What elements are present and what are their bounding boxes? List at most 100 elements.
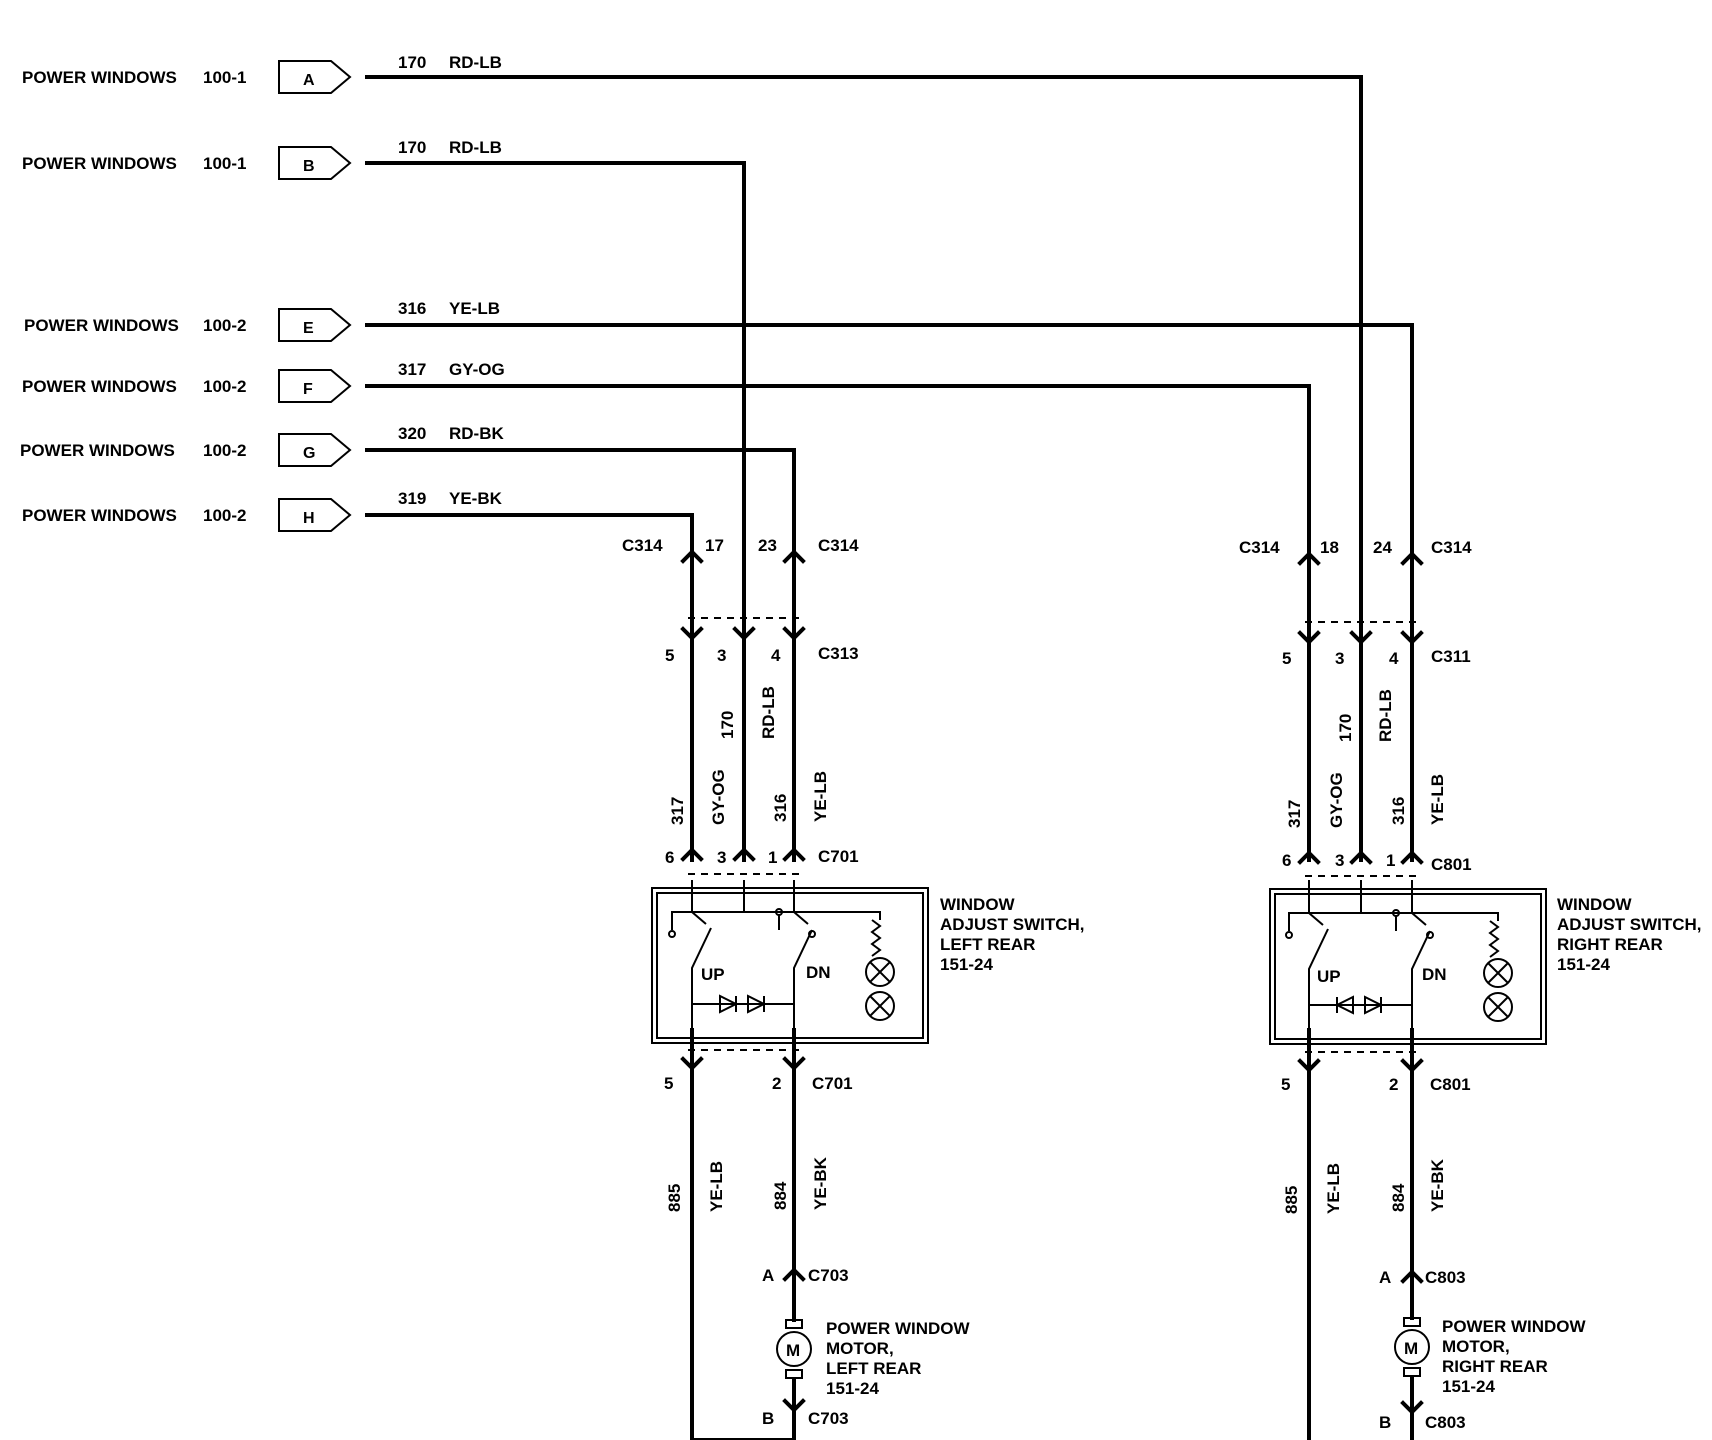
pin-label: 18 <box>1320 538 1339 557</box>
wire-label: YE-BK <box>1428 1158 1447 1212</box>
circuit-number: 320 <box>398 424 426 443</box>
wire-color: RD-BK <box>449 424 504 443</box>
circuit-number: 170 <box>398 138 426 157</box>
switch-title: LEFT REAR <box>940 935 1035 954</box>
wire-label: 885 <box>1282 1186 1301 1214</box>
connector-c701: C701 <box>818 847 859 866</box>
connector-c314: C314 <box>622 536 663 555</box>
pin-label: 4 <box>771 646 781 665</box>
switch-internals-right <box>1285 880 1513 1030</box>
switch-title: WINDOW <box>940 895 1016 914</box>
wire-label: RD-LB <box>1376 689 1395 742</box>
connector-arrows <box>680 549 1424 1415</box>
wire-label: GY-OG <box>709 769 728 825</box>
connector-arrow-down <box>1297 630 1321 645</box>
pin-label: 23 <box>758 536 777 555</box>
connector-c703: C703 <box>808 1409 849 1428</box>
motor-title: RIGHT REAR <box>1442 1357 1548 1376</box>
wire-label: GY-OG <box>1327 772 1346 828</box>
switch-internals-left <box>668 880 895 1030</box>
connector-arrow-down <box>1400 630 1424 645</box>
wire-label: 317 <box>1285 800 1304 828</box>
connector-c803: C803 <box>1425 1413 1466 1432</box>
connector-arrow-up <box>782 549 806 564</box>
switch-title: 151-24 <box>940 955 993 974</box>
connector-arrow-down <box>1400 1058 1424 1073</box>
connector-c701: C701 <box>812 1074 853 1093</box>
pin-label: 24 <box>1373 538 1392 557</box>
switch-dn-label: DN <box>1422 965 1447 984</box>
motor-title: MOTOR, <box>826 1339 894 1358</box>
circuit-number: 170 <box>398 53 426 72</box>
motor-title: POWER WINDOW <box>1442 1317 1586 1336</box>
connector-arrow-up <box>680 549 704 564</box>
wire-label: 884 <box>771 1181 790 1210</box>
wire-label: 885 <box>665 1184 684 1212</box>
connector-pin: F <box>303 381 313 398</box>
wire-color: YE-BK <box>449 489 503 508</box>
wire-label: 884 <box>1389 1183 1408 1212</box>
connector-pin: H <box>303 510 315 527</box>
connector-tag-a <box>278 60 352 94</box>
connector-arrow-down <box>1400 1400 1424 1415</box>
motor-title: LEFT REAR <box>826 1359 921 1378</box>
connector-arrow-up <box>1297 850 1321 865</box>
pin-label: 6 <box>1282 851 1291 870</box>
switch-title: ADJUST SWITCH, <box>1557 915 1702 934</box>
wire-label: YE-LB <box>707 1161 726 1212</box>
switch-title: RIGHT REAR <box>1557 935 1663 954</box>
wire-label: YE-LB <box>811 771 830 822</box>
wire-label: YE-LB <box>1324 1163 1343 1214</box>
pin-label: 2 <box>772 1074 781 1093</box>
circuit-number: 316 <box>398 299 426 318</box>
pin-label: 2 <box>1389 1075 1398 1094</box>
source-ref: 100-2 <box>203 377 246 396</box>
wire-color: YE-LB <box>449 299 500 318</box>
switch-title: 151-24 <box>1557 955 1610 974</box>
connector-arrow-down <box>732 626 756 641</box>
connector-c801: C801 <box>1431 855 1472 874</box>
pin-label: B <box>1379 1413 1391 1432</box>
switch-up-label: UP <box>701 965 725 984</box>
pin-label: 5 <box>665 646 674 665</box>
pin-label: 3 <box>1335 649 1344 668</box>
pin-label: 4 <box>1389 649 1399 668</box>
connector-tag-e <box>278 308 352 342</box>
switch-box-inner <box>1274 893 1542 1040</box>
wire-label: 317 <box>668 797 687 825</box>
motor-title: 151-24 <box>1442 1377 1495 1396</box>
wire-color: RD-LB <box>449 53 502 72</box>
circuit-number: 317 <box>398 360 426 379</box>
pin-label: 6 <box>665 848 674 867</box>
connector-arrow-up <box>1349 850 1373 865</box>
connector-arrow-down <box>782 1398 806 1413</box>
connector-arrow-up <box>1400 551 1424 566</box>
wire-label: YE-BK <box>811 1156 830 1210</box>
connector-arrow-down <box>1297 1058 1321 1073</box>
connector-c803: C803 <box>1425 1268 1466 1287</box>
pin-label: 3 <box>717 646 726 665</box>
wire-label: 316 <box>771 794 790 822</box>
pin-label: A <box>762 1266 774 1285</box>
connector-pin: A <box>303 72 315 89</box>
connector-c314: C314 <box>818 536 859 555</box>
connector-pin: E <box>303 320 314 337</box>
connector-c314: C314 <box>1239 538 1280 557</box>
pin-label: B <box>762 1409 774 1428</box>
source-name: POWER WINDOWS <box>22 154 177 173</box>
motor-title: POWER WINDOW <box>826 1319 970 1338</box>
source-name: POWER WINDOWS <box>20 441 175 460</box>
connector-arrow-up <box>1400 850 1424 865</box>
connector-arrow-down <box>680 626 704 641</box>
pin-label: 5 <box>1282 649 1291 668</box>
wire-label: 170 <box>718 711 737 739</box>
connector-pin: G <box>303 445 315 462</box>
wire-a-170 <box>365 75 1363 862</box>
wire-g-320 <box>365 448 796 547</box>
source-name: POWER WINDOWS <box>22 377 177 396</box>
connector-c313: C313 <box>818 644 859 663</box>
wires <box>365 75 1414 1440</box>
switch-title: WINDOW <box>1557 895 1633 914</box>
switch-box-outer <box>651 887 929 1044</box>
